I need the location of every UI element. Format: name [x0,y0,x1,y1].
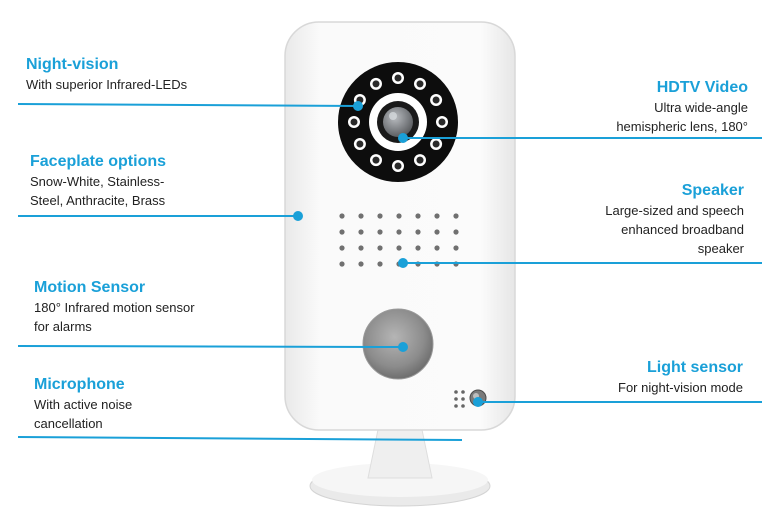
infrared-led-core [438,118,446,126]
speaker-hole [434,229,440,235]
feature-desc: 180° Infrared motion sensor [34,300,195,315]
lens-assembly [338,62,458,182]
callout-motion [17,345,404,348]
speaker-hole [453,213,459,219]
feature-title: Night-vision [26,56,119,73]
speaker-hole [396,229,402,235]
feature-desc: Steel, Anthracite, Brass [30,193,166,208]
feature-desc: speaker [697,241,744,256]
infrared-led-core [372,80,380,88]
feature-desc: hemispheric lens, 180° [616,119,748,134]
speaker-hole [377,261,383,267]
speaker-hole [358,229,364,235]
speaker-hole [415,245,421,251]
speaker-hole [396,245,402,251]
speaker-hole [377,245,383,251]
feature-desc: for alarms [34,319,92,334]
speaker-hole [453,245,459,251]
speaker-hole [434,245,440,251]
speaker-hole [339,213,345,219]
feature-faceplate: Faceplate options Snow-White, Stainless-… [30,152,166,210]
infrared-led-core [416,156,424,164]
speaker-grille [339,213,459,267]
feature-desc: Ultra wide-angle [654,100,748,115]
callout-microphone [17,436,463,441]
infrared-leds [348,72,448,172]
feature-desc: Large-sized and speech [605,203,744,218]
infrared-led-core [372,156,380,164]
speaker-hole [358,213,364,219]
feature-hdtv-video: HDTV Video Ultra wide-angle hemispheric … [616,78,748,136]
feature-desc: With superior Infrared-LEDs [26,77,188,92]
feature-desc: cancellation [34,416,103,431]
feature-title: Motion Sensor [34,279,146,296]
callout-night-vision [17,103,359,107]
feature-title: Speaker [681,182,744,199]
speaker-hole [434,213,440,219]
infrared-led-core [356,140,364,148]
feature-desc: Snow-White, Stainless- [30,174,165,189]
infrared-led-core [394,74,402,82]
callout-lines [17,101,762,441]
speaker-hole [377,229,383,235]
feature-desc: enhanced broadband [621,222,744,237]
feature-title: HDTV Video [656,79,748,96]
speaker-hole [339,261,345,267]
feature-title: Microphone [34,376,125,393]
feature-desc: For night-vision mode [618,380,743,395]
speaker-hole [339,229,345,235]
feature-motion-sensor: Motion Sensor 180° Infrared motion senso… [34,278,195,336]
speaker-hole [415,229,421,235]
speaker-hole [377,213,383,219]
feature-title: Faceplate options [30,153,167,170]
infrared-led-core [394,162,402,170]
speaker-hole [358,245,364,251]
feature-speaker: Speaker Large-sized and speech enhanced … [605,181,744,258]
speaker-hole [453,229,459,235]
feature-title: Light sensor [646,359,743,376]
infrared-led-core [432,140,440,148]
camera-stand [309,419,491,507]
infrared-led-core [350,118,358,126]
infrared-led-core [416,80,424,88]
feature-desc: With active noise [34,397,133,412]
feature-light-sensor: Light sensor For night-vision mode [618,358,743,397]
motion-sensor-lens [362,308,434,380]
speaker-hole [396,213,402,219]
speaker-hole [358,261,364,267]
feature-night-vision: Night-vision With superior Infrared-LEDs [26,55,187,94]
speaker-hole [415,213,421,219]
infrared-led-core [432,96,440,104]
feature-microphone: Microphone With active noise cancellatio… [34,375,132,433]
speaker-hole [339,245,345,251]
